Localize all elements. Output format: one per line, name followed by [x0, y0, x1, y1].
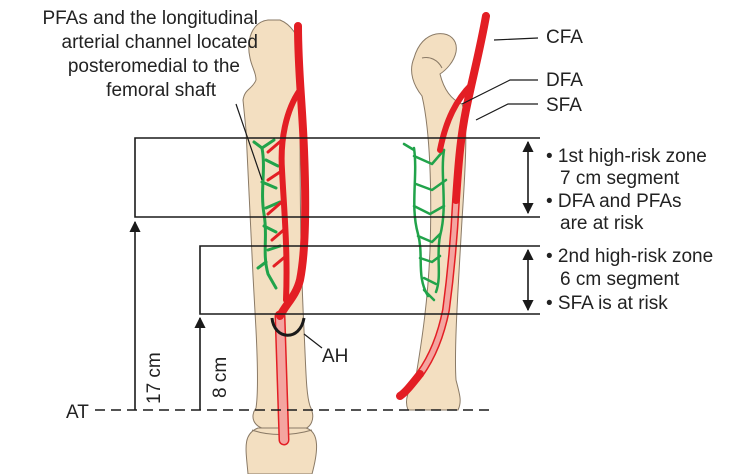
- zone2-text: • 2nd high-risk zone 6 cm segment • SFA …: [546, 246, 713, 314]
- ah-leader: [304, 334, 322, 348]
- annotation-line-2: arterial channel located: [62, 32, 258, 53]
- annotation-line-4: femoral shaft: [106, 80, 217, 101]
- zone2-line-3: • SFA is at risk: [546, 293, 668, 314]
- height-8cm-label: 8 cm: [210, 357, 231, 398]
- zone1-box: [135, 138, 540, 217]
- zone2-line-1: • 2nd high-risk zone: [546, 246, 713, 267]
- zone2-box: [200, 246, 540, 314]
- sfa-label: SFA: [546, 95, 582, 116]
- zone1-line-4: are at risk: [560, 213, 644, 234]
- ah-label: AH: [322, 346, 348, 367]
- zone1-line-3: • DFA and PFAs: [546, 191, 682, 212]
- zone1-line-1: • 1st high-risk zone: [546, 146, 707, 167]
- height-17cm-label: 17 cm: [144, 352, 165, 404]
- annotation-line-3: posteromedial to the: [68, 56, 240, 77]
- dfa-label: DFA: [546, 70, 583, 91]
- zone-boxes: [135, 138, 540, 314]
- zone1-line-2: 7 cm segment: [560, 168, 680, 189]
- top-left-annotation: PFAs and the longitudinal arterial chann…: [43, 8, 259, 101]
- cfa-label: CFA: [546, 27, 583, 48]
- at-label: AT: [66, 402, 89, 423]
- zone1-text: • 1st high-risk zone 7 cm segment • DFA …: [546, 146, 707, 234]
- annotation-line-1: PFAs and the longitudinal: [43, 8, 259, 29]
- zone2-line-2: 6 cm segment: [560, 269, 680, 290]
